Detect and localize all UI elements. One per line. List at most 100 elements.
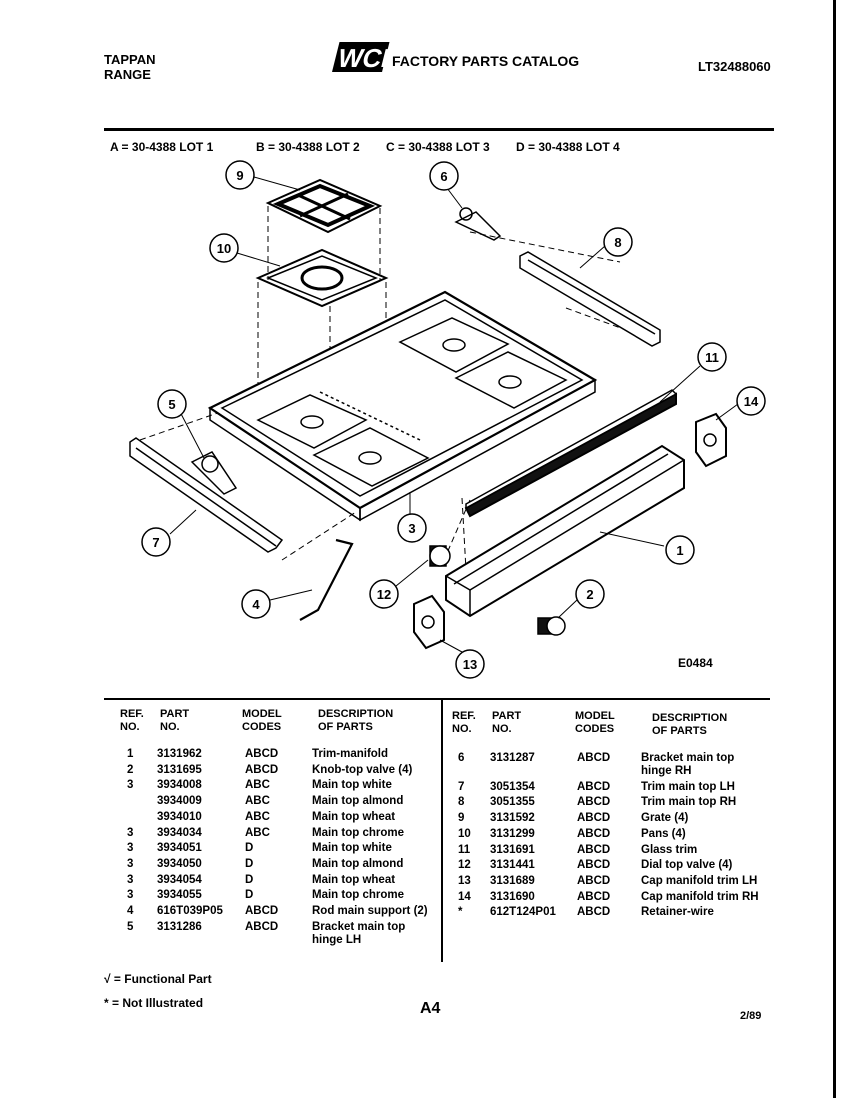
callout-label: 11 [705,350,719,365]
cell-desc: Bracket main top hinge RH [641,752,735,777]
not-illustrated-note: * = Not Illustrated [104,996,204,1010]
cell-ref: 3 [127,826,134,839]
cell-ref: 14 [458,890,471,903]
header-rule [104,128,774,131]
cell-part: 3131695 [157,763,202,776]
cell-desc: Cap manifold trim LH [641,874,758,887]
callout-label: 5 [168,397,175,412]
callout-label: 3 [408,521,415,536]
manifold-trim-part [445,444,685,618]
callout-label: 4 [252,597,260,612]
cell-desc: Main top almond [312,795,404,808]
cell-desc: Knob-top valve (4) [312,763,413,776]
cell-ref: 5 [127,920,134,933]
cell-desc: Main top chrome [312,826,405,839]
header-desc-right: DESCRIPTION OF PARTS [652,712,728,737]
cell-desc: Dial top valve (4) [641,859,733,872]
callout-label: 2 [586,587,593,602]
cell-ref: 4 [127,905,134,917]
cell-part: 3934055 [157,889,202,902]
bracket-lh-part [190,451,238,495]
callout-circles [141,160,766,679]
cell-desc: Bracket main top hinge LH [312,920,406,946]
cell-part: 3934051 [157,842,202,855]
cell-codes: ABCD [577,890,611,903]
wci-logo: WCI [332,42,390,73]
cell-codes: ABCD [577,827,611,840]
header-desc-left: DESCRIPTION OF PARTS [318,708,394,733]
brand-line-2: RANGE [104,67,151,82]
cell-codes: ABCD [577,780,611,793]
lot-d: D = 30-4388 LOT 4 [516,140,620,154]
cell-codes: ABCD [577,874,611,887]
cell-desc: Trim main top RH [641,796,737,809]
cell-codes: ABCD [577,859,611,872]
pan-part [255,248,389,308]
cap-trim-rh-part [695,412,727,468]
cell-part: 3934009 [157,795,202,808]
cell-part: 3934054 [157,873,202,886]
cell-ref: 3 [127,889,134,902]
callout-label: 8 [614,235,621,250]
cell-part: 3051355 [490,796,535,809]
page-border [833,0,836,1098]
lot-b: B = 30-4388 LOT 2 [256,140,360,154]
diagram-code: E0484 [678,656,713,670]
callout-label: 10 [217,241,231,256]
cell-part: 3051354 [490,780,535,793]
header-codes-right: MODEL CODES [575,710,615,735]
dial-valve-part [429,545,451,567]
trim-lh-part [129,437,284,553]
callout-label: 14 [744,394,759,409]
cell-codes: ABCD [245,920,279,933]
cell-desc: Trim main top LH [641,780,735,793]
cell-codes: ABCD [577,906,611,919]
cell-part: 3131689 [490,874,535,887]
header-ref-left: REF. NO. [120,708,144,733]
callout-label: 6 [440,169,447,184]
cell-codes: ABCD [245,748,279,760]
cell-part: 3934008 [157,779,202,792]
cell-codes: D [245,889,254,902]
cell-ref: 13 [458,874,471,887]
cell-desc: Trim-manifold [312,748,389,760]
cell-codes: ABCD [577,812,611,825]
cell-codes: ABC [245,779,270,792]
callout-label: 12 [377,587,391,602]
cell-ref: 9 [458,812,465,825]
model-number: LT32488060 [698,59,771,74]
main-top-part [207,290,598,522]
cell-part: 3131690 [490,890,535,903]
cell-desc: Grate (4) [641,812,689,825]
cell-part: 3934050 [157,857,202,870]
callout-label: 1 [676,543,683,558]
cell-ref: 11 [458,843,471,856]
header-part-right: PART NO. [492,710,522,735]
cell-part: 3131441 [490,859,535,872]
cell-part: 3131592 [490,812,535,825]
cell-ref: 10 [458,827,471,840]
cell-desc: Main top chrome [312,889,405,902]
cell-part: 612T124P01 [490,906,556,919]
brand-label: TAPPAN RANGE [104,52,156,82]
cell-ref: 2 [127,763,134,776]
cell-desc: Cap manifold trim RH [641,890,759,903]
cell-desc: Main top wheat [312,873,396,886]
header-codes-left: MODEL CODES [242,708,282,733]
cell-ref: 3 [127,842,134,855]
cap-trim-lh-part [413,594,445,650]
cell-part: 3934010 [157,810,202,823]
cell-codes: ABC [245,810,270,823]
cell-ref: 3 [127,857,134,870]
cell-desc: Rod main support (2) [312,905,428,917]
cell-desc: Glass trim [641,843,698,856]
cell-ref: 3 [127,779,134,792]
glass-trim-part [464,389,678,518]
cell-part: 3131286 [157,920,202,933]
header-ref-right: REF. NO. [452,710,476,735]
cell-desc: Main top white [312,779,392,792]
cell-ref: 3 [127,873,134,886]
exploded-parts-diagram: 9 6 10 8 5 11 14 7 3 1 12 2 4 13 [129,160,766,679]
functional-part-note: √ = Functional Part [104,972,212,986]
callout-label: 9 [236,168,243,183]
